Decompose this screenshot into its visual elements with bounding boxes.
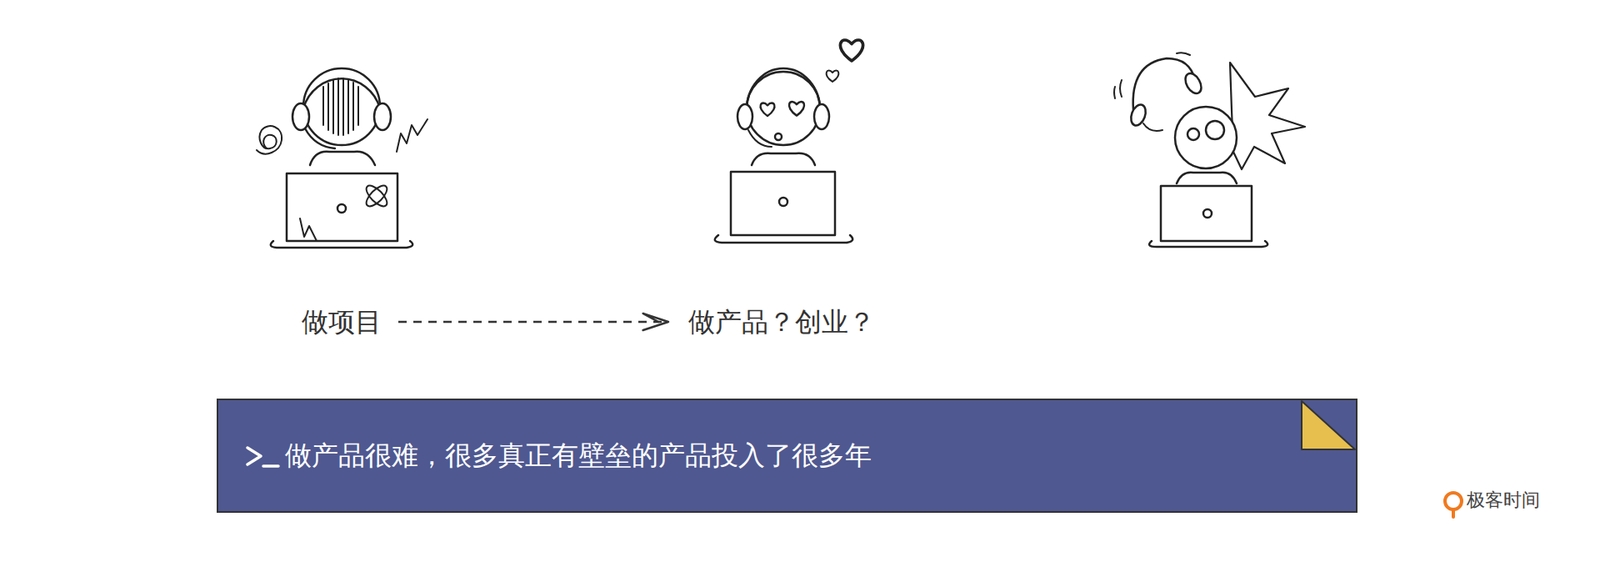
head <box>746 71 820 145</box>
laptop-logo <box>337 204 346 213</box>
headset-band <box>303 78 380 109</box>
shoulders <box>751 153 815 165</box>
heart-eye <box>760 103 775 117</box>
desk <box>1149 240 1268 247</box>
desk <box>715 235 853 243</box>
mic <box>305 128 335 149</box>
ear-cup <box>374 103 391 130</box>
ear-cup <box>737 104 753 130</box>
crack <box>363 182 391 210</box>
laptop-logo <box>779 197 788 206</box>
stage-label: 做项目 <box>295 302 389 341</box>
floating-heart <box>826 70 840 83</box>
note-banner: 做产品很难，很多真正有壁垒的产品投入了很多年 <box>216 398 1358 513</box>
mic <box>748 130 772 147</box>
spiral <box>256 125 282 154</box>
laptop <box>730 171 835 235</box>
motion-lines <box>1114 52 1190 99</box>
laptop <box>286 173 398 241</box>
node-text: 做项目 <box>301 305 382 338</box>
laptop <box>1160 185 1252 241</box>
ear-cup <box>1182 70 1205 97</box>
node-text: 做产品很难，很多真正有壁垒的产品投入了很多年 <box>285 439 872 471</box>
folded-corner <box>1301 400 1355 450</box>
laptop-logo <box>1203 209 1212 218</box>
watermark: 极客时间 <box>1466 489 1540 511</box>
head <box>1175 106 1237 169</box>
headset-band <box>746 68 820 110</box>
connector-line <box>398 320 669 324</box>
ear-cup <box>814 104 830 130</box>
prompt-icon <box>263 464 279 468</box>
mouth <box>775 133 782 140</box>
dashed-arrow <box>398 313 669 330</box>
heart-eye <box>789 101 805 116</box>
eye <box>1205 120 1225 140</box>
happy-worker <box>715 40 864 243</box>
zigzag <box>396 119 428 152</box>
burst <box>1230 62 1305 170</box>
brand-logo <box>1445 492 1462 517</box>
logo-tail <box>1451 509 1455 517</box>
crack <box>300 218 317 241</box>
scribble-face <box>323 78 359 135</box>
shoulders <box>1176 172 1237 184</box>
prompt-icon <box>247 447 261 465</box>
mic <box>1143 123 1163 131</box>
ear-cup <box>1128 102 1149 128</box>
head <box>303 68 380 145</box>
ear-cup <box>292 103 310 130</box>
floating-heart <box>840 40 863 61</box>
stressed-worker <box>256 68 428 248</box>
stage-label: 做产品？创业？ <box>681 302 882 341</box>
shocked-worker <box>1114 52 1305 247</box>
crack <box>363 182 391 210</box>
arrow-head <box>643 313 669 330</box>
node-text: 做产品？创业？ <box>688 305 875 338</box>
eye <box>1187 128 1200 140</box>
shoulders <box>310 151 375 165</box>
desk <box>270 240 413 248</box>
logo-ring <box>1445 492 1462 510</box>
